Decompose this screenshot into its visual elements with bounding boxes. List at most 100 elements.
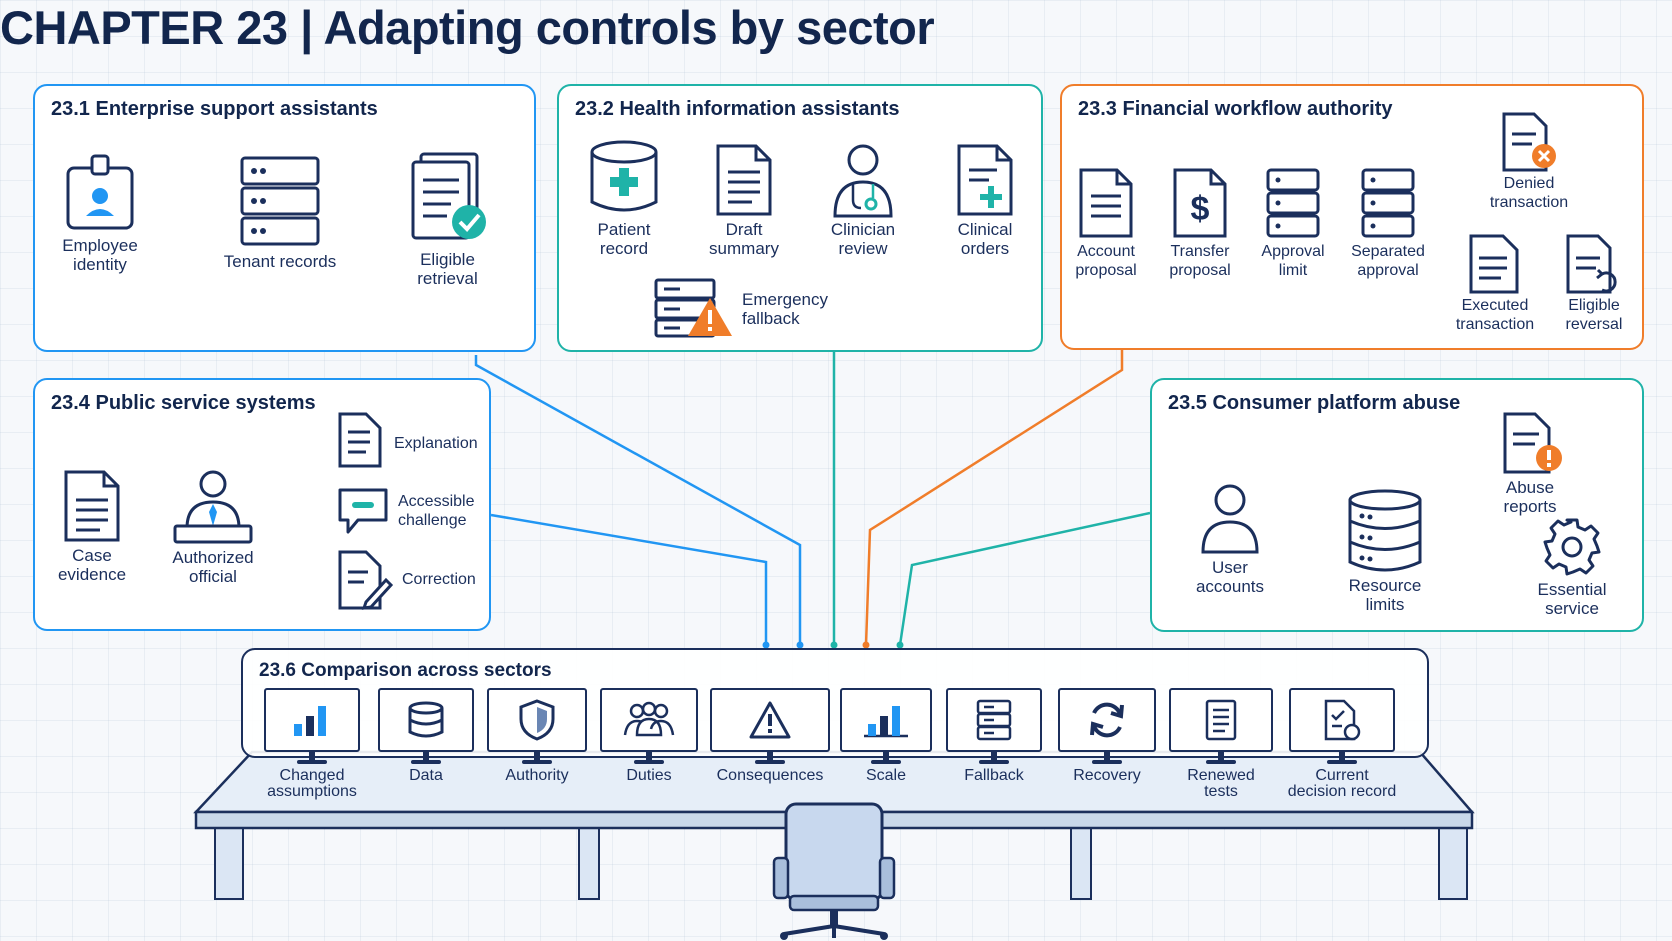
user-icon bbox=[1201, 484, 1259, 554]
node-eligible-reversal: Eligible reversal bbox=[1552, 234, 1636, 334]
panel-title: 23.1 Enterprise support assistants bbox=[51, 98, 378, 120]
server-stack-icon bbox=[1361, 168, 1415, 238]
node-label: Case evidence bbox=[57, 546, 127, 584]
checked-document-icon bbox=[411, 152, 486, 240]
panel-title: 23.5 Consumer platform abuse bbox=[1168, 392, 1461, 414]
panel-title: 23.4 Public service systems bbox=[51, 392, 316, 414]
medical-database-icon bbox=[590, 140, 658, 212]
station-label: Scale bbox=[865, 767, 907, 784]
node-label: Correction bbox=[402, 571, 476, 588]
station-scale: Scale bbox=[838, 688, 934, 784]
panel-title: 23.6 Comparison across sectors bbox=[259, 660, 552, 681]
node-label: Separated approval bbox=[1351, 243, 1425, 279]
station-label: Recovery bbox=[1073, 767, 1141, 784]
checklist-icon bbox=[1205, 699, 1237, 741]
node-accessible-challenge: Accessible challenge bbox=[336, 484, 486, 540]
station-recovery: Recovery bbox=[1056, 688, 1158, 784]
node-account-proposal: Account proposal bbox=[1068, 166, 1144, 280]
node-explanation: Explanation bbox=[336, 412, 486, 468]
speech-bubble-icon bbox=[338, 488, 388, 534]
node-clinical-orders: Clinical orders bbox=[940, 142, 1030, 258]
node-label: Resource limits bbox=[1348, 576, 1422, 614]
denied-document-icon bbox=[1502, 112, 1556, 172]
node-case-evidence: Case evidence bbox=[50, 468, 134, 584]
station-changed-assumptions: Changed assumptions bbox=[262, 688, 362, 800]
node-essential-service: Essential service bbox=[1522, 516, 1622, 618]
bar-chart-icon bbox=[864, 706, 908, 738]
station-current-decision-record: Current decision record bbox=[1280, 688, 1404, 800]
node-draft-summary: Draft summary bbox=[700, 142, 788, 258]
group-icon bbox=[623, 701, 675, 737]
station-label: Authority bbox=[505, 767, 569, 784]
decision-document-icon bbox=[1324, 699, 1361, 741]
node-executed-transaction: Executed transaction bbox=[1445, 234, 1545, 334]
station-label: Duties bbox=[626, 767, 672, 784]
panel-title: 23.3 Financial workflow authority bbox=[1078, 98, 1393, 120]
panel-title: 23.2 Health information assistants bbox=[575, 98, 900, 120]
page-title: CHAPTER 23 | Adapting controls by sector bbox=[0, 1, 935, 54]
node-label: Tenant records bbox=[223, 252, 337, 271]
node-label: Approval limit bbox=[1261, 243, 1325, 279]
document-icon bbox=[716, 144, 772, 216]
document-icon bbox=[1079, 168, 1133, 238]
node-label: Clinical orders bbox=[957, 220, 1013, 258]
station-label: Consequences bbox=[716, 767, 824, 784]
node-label: Essential service bbox=[1537, 580, 1607, 618]
document-icon bbox=[64, 470, 120, 542]
node-abuse-reports: Abuse reports bbox=[1480, 412, 1580, 516]
node-clinician-review: Clinician review bbox=[815, 138, 911, 258]
server-warning-icon bbox=[654, 278, 732, 338]
node-label: Eligible reversal bbox=[1565, 297, 1623, 333]
medical-document-icon bbox=[957, 144, 1013, 216]
shield-icon bbox=[519, 699, 555, 741]
node-label: Denied transaction bbox=[1489, 175, 1569, 211]
id-badge-icon bbox=[66, 154, 134, 230]
station-label: Renewed tests bbox=[1187, 767, 1255, 800]
station-label: Changed assumptions bbox=[267, 767, 357, 800]
node-approval-limit: Approval limit bbox=[1253, 166, 1333, 280]
station-consequences: Consequences bbox=[708, 688, 832, 784]
node-employee-identity: Employee identity bbox=[45, 152, 155, 274]
node-authorized-official: Authorized official bbox=[163, 466, 263, 586]
station-data: Data bbox=[376, 688, 476, 784]
node-separated-approval: Separated approval bbox=[1343, 166, 1433, 280]
document-icon bbox=[1469, 234, 1519, 294]
clinician-icon bbox=[833, 144, 893, 218]
database-server-icon bbox=[240, 156, 320, 246]
station-duties: Duties bbox=[598, 688, 700, 784]
node-label: Explanation bbox=[394, 435, 478, 452]
edit-document-icon bbox=[338, 550, 394, 610]
reversal-document-icon bbox=[1566, 234, 1617, 294]
node-emergency-fallback: Emergency fallback bbox=[650, 276, 850, 342]
station-renewed-tests: Renewed tests bbox=[1168, 688, 1274, 800]
alert-document-icon bbox=[1503, 412, 1562, 474]
connector-p4 bbox=[490, 513, 768, 645]
station-authority: Authority bbox=[486, 688, 588, 784]
node-label: Executed transaction bbox=[1455, 297, 1535, 333]
station-label: Data bbox=[409, 767, 443, 784]
connector-p3 bbox=[864, 350, 1124, 646]
node-patient-record: Patient record bbox=[580, 138, 668, 258]
node-tenant-records: Tenant records bbox=[215, 152, 345, 271]
node-label: Authorized official bbox=[172, 548, 254, 586]
node-correction: Correction bbox=[336, 550, 486, 612]
connector-p1 bbox=[474, 355, 802, 645]
node-label: Abuse reports bbox=[1503, 478, 1557, 516]
gear-icon bbox=[1543, 518, 1601, 576]
node-label: Accessible challenge bbox=[398, 493, 475, 529]
bar-chart-icon bbox=[294, 706, 326, 736]
node-eligible-retrieval: Eligible retrieval bbox=[390, 148, 505, 288]
document-icon bbox=[338, 412, 382, 468]
node-label: Draft summary bbox=[709, 220, 779, 258]
node-label: Clinician review bbox=[830, 220, 896, 258]
database-stack-icon bbox=[1348, 489, 1422, 572]
refresh-icon bbox=[1090, 702, 1124, 738]
warning-icon bbox=[749, 701, 791, 739]
server-stack-icon bbox=[1266, 168, 1320, 238]
office-chair bbox=[772, 802, 896, 940]
panel-health-information: 23.2 Health information assistants bbox=[557, 84, 1043, 352]
desk-leg bbox=[1438, 820, 1468, 900]
node-label: Employee identity bbox=[62, 236, 138, 274]
station-label: Fallback bbox=[964, 767, 1024, 784]
server-icon bbox=[976, 699, 1012, 741]
